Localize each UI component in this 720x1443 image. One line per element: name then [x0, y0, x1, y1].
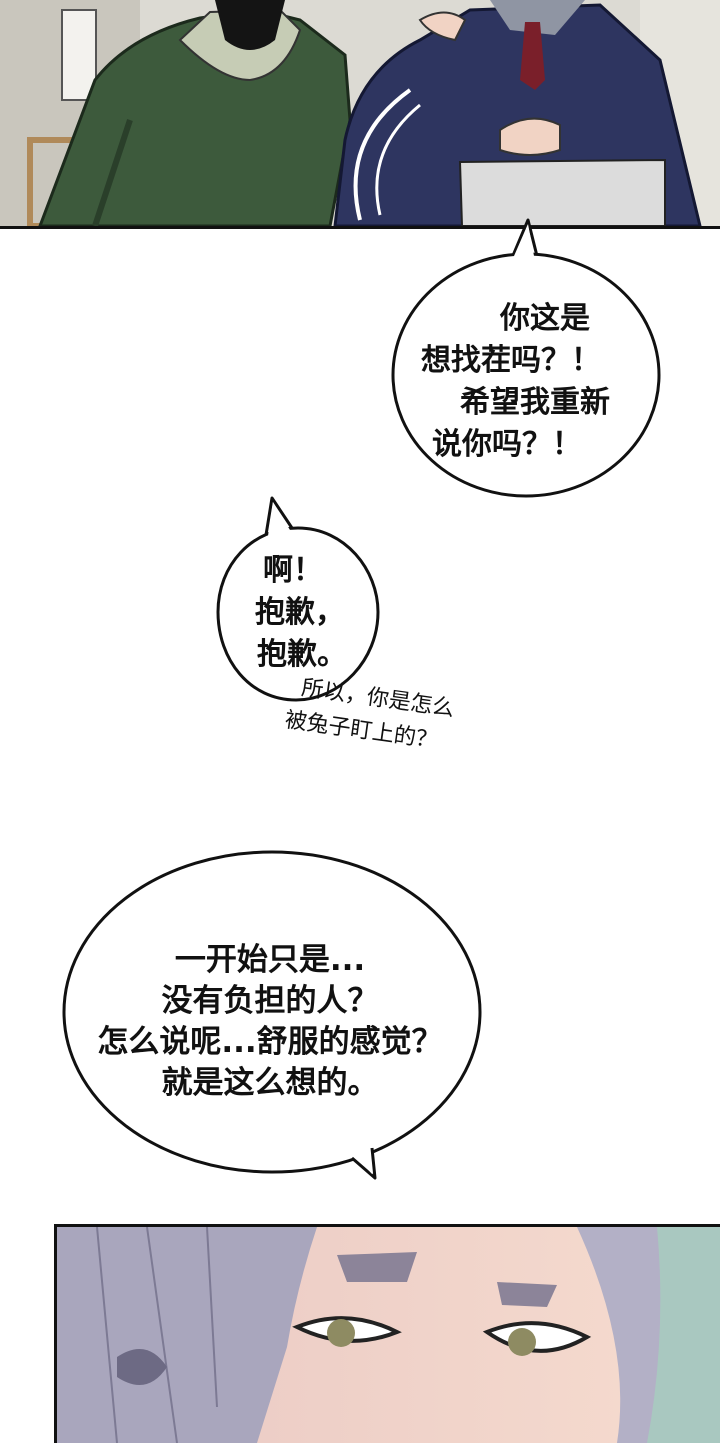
bubble-line: 没有负担的人？ — [161, 983, 379, 1019]
bubble-line: 抱歉。 — [257, 637, 347, 672]
speech-bubble-3 — [62, 850, 482, 1180]
bubble-line: 抱歉， — [255, 595, 345, 630]
office-scene-illustration — [0, 0, 720, 226]
bubble-line: 一开始只是... — [174, 942, 366, 978]
bottom-comic-panel — [54, 1224, 720, 1443]
bubble-line: 说你吗？！ — [432, 427, 582, 462]
top-comic-panel — [0, 0, 720, 229]
bubble-line: 啊！ — [263, 553, 323, 588]
bubble-line: 怎么说呢...舒服的感觉？ — [97, 1024, 443, 1060]
bubble-line: 你这是 — [500, 301, 590, 336]
speech-bubble-2-text: 啊！ 抱歉， 抱歉。 — [222, 550, 372, 676]
speech-bubble-1 — [391, 218, 661, 498]
speech-bubble-1-text: 你这是 想找茬吗？！ 希望我重新 说你吗？！ — [400, 298, 650, 466]
bubble-line: 想找茬吗？！ — [421, 343, 601, 378]
speech-bubble-2 — [216, 496, 380, 702]
bubble-line: 就是这么想的。 — [161, 1065, 379, 1101]
bubble-line: 希望我重新 — [460, 385, 610, 420]
speech-bubble-3-text: 一开始只是... 没有负担的人？ 怎么说呢...舒服的感觉？ 就是这么想的。 — [80, 940, 460, 1104]
face-closeup-illustration — [57, 1227, 720, 1443]
